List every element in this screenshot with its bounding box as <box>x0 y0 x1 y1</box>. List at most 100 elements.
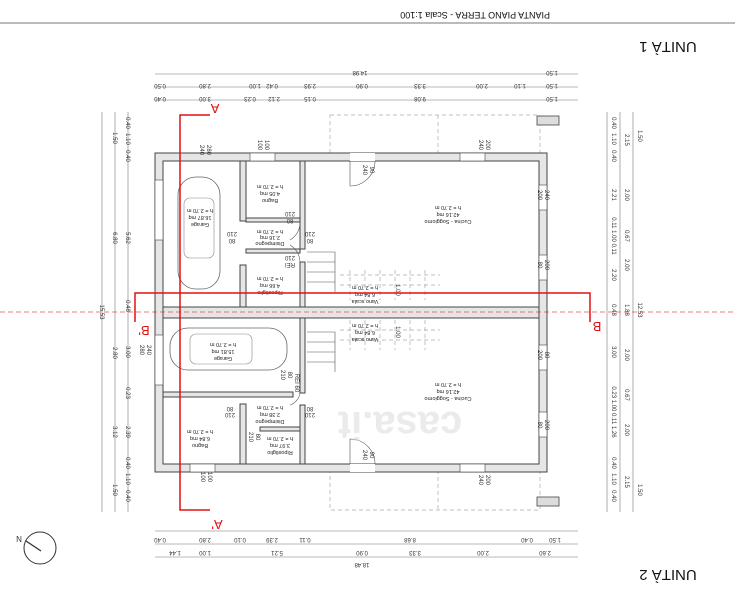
opening-label: 240 <box>361 165 367 176</box>
opening-label: 80 <box>286 372 292 379</box>
dim-label: 2.80 <box>199 536 211 542</box>
dim-label: 3.33 <box>409 549 421 555</box>
dim-label: 0.40 <box>124 150 130 162</box>
dim-label: 0.40 <box>154 95 166 101</box>
dim-label: 5.21 <box>271 549 283 555</box>
room-name: Vano scala <box>351 336 379 342</box>
room-name: Ripostiglio <box>267 449 292 455</box>
room-height: h = 2.70 m <box>257 404 284 410</box>
opening-label: 210 <box>247 432 253 443</box>
dim-label: 1.10 <box>610 133 616 145</box>
opening-label: 210 <box>224 411 235 417</box>
opening-label: 100 <box>206 472 212 483</box>
room-name: Cucina - Soggiorno <box>424 395 471 401</box>
opening-label: REI <box>285 261 295 267</box>
opening-label: 280 <box>138 345 144 356</box>
dim-label: 2.80 <box>111 347 117 359</box>
room-cucina-soggiorno-bottom: h = 2.70 m 42.16 mq Cucina - Soggiorno <box>424 381 471 401</box>
opening-label: 90 <box>368 452 374 459</box>
opening-label: 200 <box>536 350 542 361</box>
room-area: 15.81 mq <box>212 348 235 354</box>
room-height: h = 2.70 m <box>257 183 284 189</box>
dim-label: 0.40 <box>610 117 616 129</box>
opening-label: 1.00 <box>394 326 400 338</box>
dim-label: 0.67 <box>623 230 629 242</box>
opening-label: 80 <box>226 405 233 411</box>
opening-labels-top: 280 240 100 100 90 240 200 240 240 200 2… <box>198 140 549 297</box>
room-area: 3.97 mq <box>270 442 290 448</box>
dim-label: 2.00 <box>623 259 629 271</box>
opening-label: 210 <box>284 210 295 216</box>
opening-label: 240 <box>543 190 549 201</box>
room-height: h = 2.70 m <box>257 275 284 281</box>
room-height: h = 2.70 m <box>352 284 379 290</box>
room-height: h = 2.70 m <box>352 322 379 328</box>
opening-label: 200 <box>536 190 542 201</box>
stairs <box>307 251 440 372</box>
pillar <box>536 496 560 507</box>
dim-label: 1.50 <box>546 69 558 75</box>
section-line-b <box>134 292 591 322</box>
room-area: 6.84 mq <box>355 291 375 297</box>
room-area: 6.84 mq <box>190 435 210 441</box>
room-area: 2.16 mq <box>260 234 280 240</box>
opening-label: 240 <box>361 450 367 461</box>
dim-label: 2.15 <box>623 476 629 488</box>
opening-label: 80 <box>306 237 313 243</box>
dim-label: 1.00 <box>199 549 211 555</box>
dim-label: 14.98 <box>352 69 368 75</box>
unit-1-label: UNITÀ 1 <box>639 38 697 55</box>
dim-label: 2.60 <box>539 549 551 555</box>
room-vano-scala-top: h = 2.70 m 6.84 mq Vano scala <box>351 284 379 304</box>
opening-label: 80 <box>306 405 313 411</box>
dim-label: 0.40 <box>124 490 130 502</box>
opening-label: 100 <box>199 472 205 483</box>
opening-label: 240 <box>145 345 151 356</box>
dim-label: 1.10 <box>514 82 526 88</box>
room-height: h = 2.70 m <box>435 204 462 210</box>
dim-label: 1.88 <box>623 304 629 316</box>
room-area: 42.16 mq <box>437 211 460 217</box>
dim-label: 0.48 <box>610 304 616 316</box>
dims-right: 1.50 12.53 1.50 2.15 2.00 0.67 2.00 1.88… <box>610 117 642 502</box>
dim-label: 1.50 <box>549 536 561 542</box>
dim-label: 1.00 <box>249 82 261 88</box>
section-label-b-prime: B' <box>138 323 149 338</box>
opening-label: 80 <box>254 434 260 441</box>
section-label-b: B <box>593 319 602 334</box>
dim-label: 1.10 <box>610 473 616 485</box>
doors <box>289 153 376 472</box>
dim-label: 6.80 <box>111 232 117 244</box>
dim-label: 0.23 1.00 0.11 1.26 <box>610 386 616 438</box>
room-area: 6.84 mq <box>355 329 375 335</box>
room-garage-top: h = 2.70 m 16.87 mq Garage <box>187 207 214 227</box>
dim-label: 0.40 <box>154 536 166 542</box>
section-label-a-prime: A' <box>211 517 222 532</box>
dims-bottom: 0.40 2.80 0.10 2.39 0.11 8.68 0.40 1.50 … <box>154 536 561 567</box>
porch-outline-top <box>329 114 541 156</box>
north-compass: N <box>16 531 57 565</box>
dim-label: 0.40 <box>610 457 616 469</box>
dim-label: 2.00 <box>623 424 629 436</box>
dim-label: 3.00 <box>124 346 130 358</box>
dim-label: 3.12 <box>111 426 117 438</box>
dim-label: 2.12 <box>268 95 280 101</box>
room-bagno-top: h = 2.70 m 4.05 mq Bagno <box>257 183 284 203</box>
dim-label: 1.50 <box>636 130 642 142</box>
opening-label: 210 <box>279 370 285 381</box>
section-label-a: A <box>210 101 219 116</box>
car-icon <box>169 327 288 371</box>
dim-label: 0.23 <box>124 387 130 399</box>
room-ripostiglio-top: h = 2.70 m 4.66 mq Ripostiglio <box>257 275 284 295</box>
dim-label: 0.90 <box>356 82 368 88</box>
opening-label: 1.00 <box>394 284 400 296</box>
walls <box>154 152 548 473</box>
room-area: 2.38 mq <box>260 411 280 417</box>
dim-label: 0.40 <box>124 117 130 129</box>
opening-label: 200 <box>543 260 549 271</box>
dim-label: 1.50 <box>546 95 558 101</box>
room-name: Disimpegno <box>255 240 284 246</box>
opening-labels-bottom: 240 280 REI 60 80 210 80 210 80 210 80 2… <box>138 326 549 486</box>
dim-label: 9.08 <box>414 95 426 101</box>
